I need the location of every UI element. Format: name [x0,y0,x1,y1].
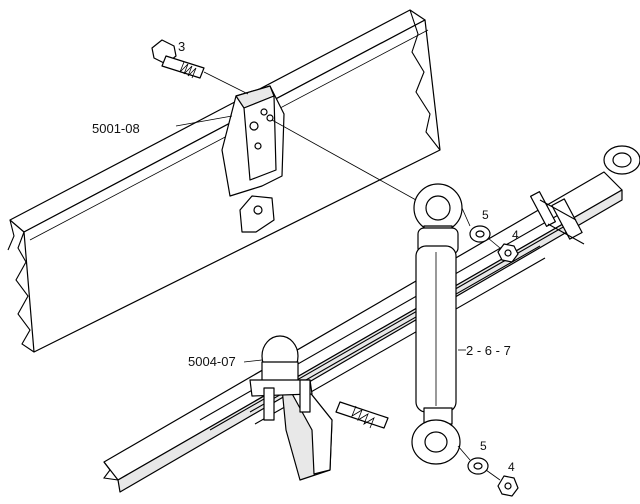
label-nut-upper: 4 [512,228,519,242]
washer-lower [467,457,489,475]
label-nut-lower: 4 [508,460,515,474]
label-axle-bracket: 5004-07 [188,354,236,369]
leader-lines [175,71,501,481]
nut-lower [497,475,519,497]
washer-upper [469,225,491,243]
frame-bracket [221,85,285,233]
shock-absorber [411,183,463,465]
frame-rail [7,9,441,353]
spring-clamp [530,191,585,245]
label-bolt: 3 [178,39,185,54]
label-frame-bracket: 5001-08 [92,121,140,136]
bolt [151,39,205,79]
label-shock-absorber: 2 - 6 - 7 [466,343,511,358]
axle-bracket [249,335,389,481]
label-washer-upper: 5 [482,208,489,222]
nut-upper [497,243,519,263]
label-washer-lower: 5 [480,439,487,453]
